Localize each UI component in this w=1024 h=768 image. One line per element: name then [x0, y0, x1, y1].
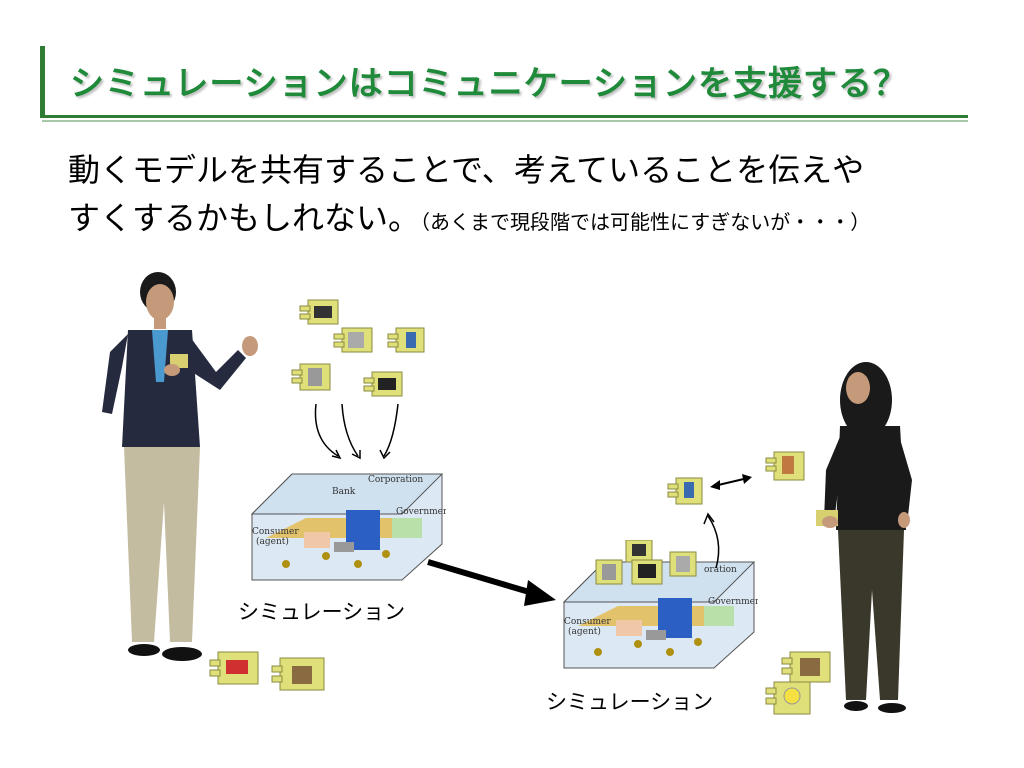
component-icon-truck [209, 651, 259, 685]
left-label-government: Government [396, 507, 446, 517]
bottom-right-components [765, 651, 831, 715]
component-icon-bank [271, 657, 325, 691]
title-accent-bar [40, 46, 45, 118]
component-icon-woman [765, 451, 805, 481]
component-icon-shrine [781, 651, 831, 683]
title-underline [40, 115, 968, 118]
component-icon-lightbulb [765, 681, 811, 715]
right-simulation-label: シミュレーション [546, 690, 714, 714]
left-label-agent: (agent) [256, 536, 289, 547]
right-label-government: Government [708, 597, 758, 607]
left-label-consumer: Consumer [252, 527, 299, 537]
body-line-2: すくするかもしれない。（あくまで現段階では可能性にすぎないが・・・） [68, 194, 968, 246]
woman-figure [816, 362, 912, 713]
double-arrow-icon [710, 474, 752, 490]
left-simulation-box: Corporation Bank Government Consumer (ag… [250, 473, 446, 581]
right-top-components [595, 540, 697, 585]
man-figure [102, 272, 258, 661]
right-label-consumer: Consumer [564, 617, 611, 627]
title-bar: シミュレーションはコミュニケーションを支援する？ [40, 46, 968, 122]
body-text: 動くモデルを共有することで、考えていることを伝えや すくするかもしれない。（あく… [68, 146, 968, 246]
left-label-corporation: Corporation [368, 475, 423, 485]
exchange-components [667, 451, 805, 505]
component-icon-person [387, 327, 425, 353]
component-icon-person [667, 477, 703, 505]
right-label-agent: (agent) [568, 626, 601, 637]
component-icon-office [291, 363, 331, 391]
arrow-up [703, 512, 720, 569]
body-line-2-main: すくするかもしれない。 [68, 199, 421, 237]
bottom-left-components [209, 651, 325, 691]
component-icon-building [333, 327, 373, 353]
left-simulation-label: シミュレーション [238, 600, 406, 624]
component-icon-group [363, 371, 403, 397]
right-label-corporation-fragment: oration [704, 565, 737, 575]
arrows-into-simulation [314, 403, 399, 460]
title-underline-shadow [42, 120, 968, 122]
left-component-cluster [291, 299, 425, 397]
body-note: （あくまで現段階では可能性にすぎないが・・・） [420, 210, 871, 234]
left-label-bank: Bank [332, 487, 356, 497]
big-arrow [427, 559, 556, 606]
component-icon-people [299, 299, 339, 325]
body-line-1: 動くモデルを共有することで、考えていることを伝えや [68, 151, 865, 189]
slide-title: シミュレーションはコミュニケーションを支援する？ [70, 64, 908, 104]
